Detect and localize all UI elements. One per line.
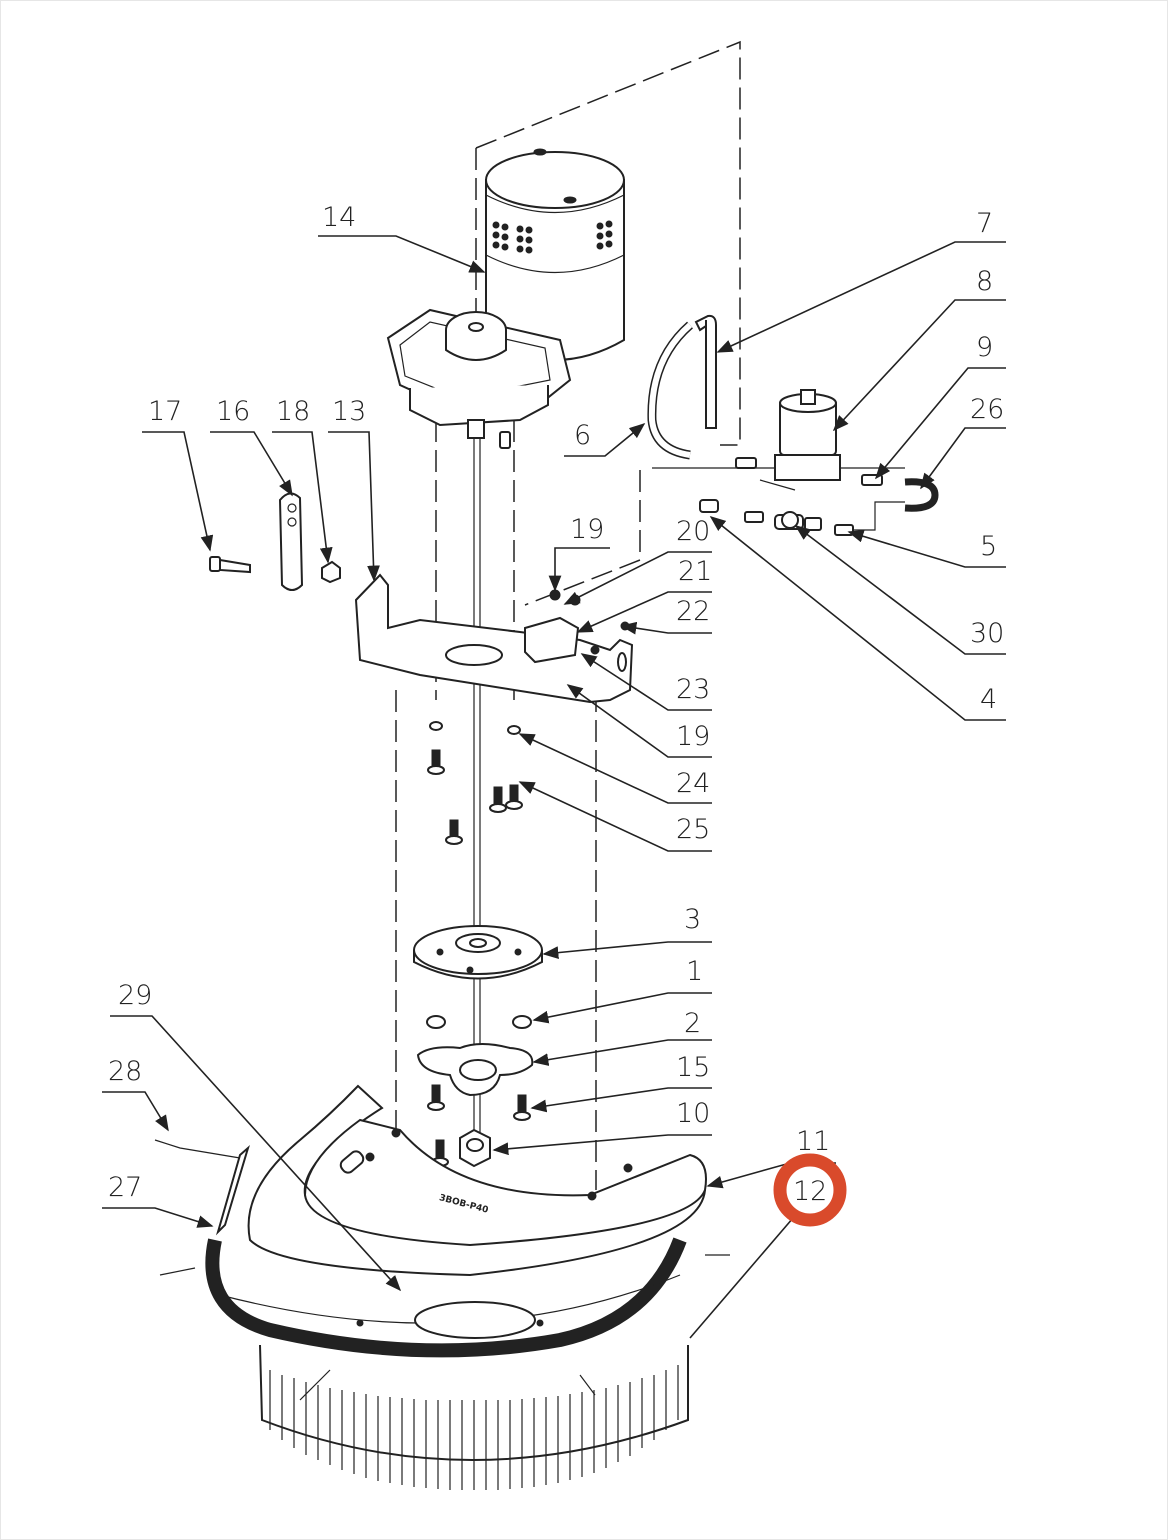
hub-hardware[interactable] bbox=[416, 1015, 534, 1168]
callout-19-bottom[interactable]: 19 bbox=[676, 721, 710, 752]
callout-26[interactable]: 26 bbox=[970, 394, 1004, 425]
screws-24-25[interactable] bbox=[427, 721, 523, 845]
callout-3[interactable]: 3 bbox=[684, 904, 701, 935]
hose-assembly[interactable] bbox=[647, 314, 939, 512]
callout-2[interactable]: 2 bbox=[684, 1008, 701, 1039]
callout-7[interactable]: 7 bbox=[976, 208, 993, 239]
callout-15[interactable]: 15 bbox=[676, 1052, 710, 1083]
callout-16[interactable]: 16 bbox=[216, 396, 250, 427]
valve-fittings[interactable] bbox=[699, 499, 905, 536]
motor-part-14[interactable] bbox=[386, 148, 625, 449]
brush-housing-part-11[interactable]: 3BOB-P40 bbox=[154, 1084, 730, 1490]
brush-bristles bbox=[269, 1365, 679, 1490]
mounting-plate[interactable] bbox=[354, 573, 634, 704]
callout-9[interactable]: 9 bbox=[976, 332, 993, 363]
callout-17[interactable]: 17 bbox=[148, 396, 182, 427]
callout-18[interactable]: 18 bbox=[276, 396, 310, 427]
callout-6[interactable]: 6 bbox=[574, 420, 591, 451]
callout-10[interactable]: 10 bbox=[676, 1098, 710, 1129]
callout-5[interactable]: 5 bbox=[980, 531, 997, 562]
callout-19-top[interactable]: 19 bbox=[570, 514, 604, 545]
callout-11[interactable]: 11 bbox=[796, 1126, 830, 1157]
bracket-hardware[interactable] bbox=[209, 492, 341, 591]
callout-25[interactable]: 25 bbox=[676, 814, 710, 845]
callout-13[interactable]: 13 bbox=[332, 396, 366, 427]
callout-8[interactable]: 8 bbox=[976, 266, 993, 297]
callout-12[interactable]: 12 bbox=[793, 1176, 827, 1207]
callout-20[interactable]: 20 bbox=[676, 516, 710, 547]
callout-14[interactable]: 14 bbox=[322, 202, 356, 233]
assembly-dashed-lines bbox=[395, 40, 905, 1190]
callout-21[interactable]: 21 bbox=[678, 556, 712, 587]
callout-28[interactable]: 28 bbox=[108, 1056, 142, 1087]
callout-29[interactable]: 29 bbox=[118, 980, 152, 1011]
callout-23[interactable]: 23 bbox=[676, 674, 710, 705]
callout-4[interactable]: 4 bbox=[980, 684, 997, 715]
callout-27[interactable]: 27 bbox=[108, 1172, 142, 1203]
drive-disc-part-3[interactable] bbox=[413, 925, 543, 980]
leader-lines bbox=[102, 235, 1006, 1339]
callout-1[interactable]: 1 bbox=[686, 956, 703, 987]
highlight-ring bbox=[773, 1153, 847, 1227]
callout-24[interactable]: 24 bbox=[676, 768, 710, 799]
callout-22[interactable]: 22 bbox=[676, 596, 710, 627]
callout-30[interactable]: 30 bbox=[970, 618, 1004, 649]
callout-labels: 14 7 8 9 26 6 17 16 18 13 19 20 21 22 5 … bbox=[108, 202, 1004, 1207]
